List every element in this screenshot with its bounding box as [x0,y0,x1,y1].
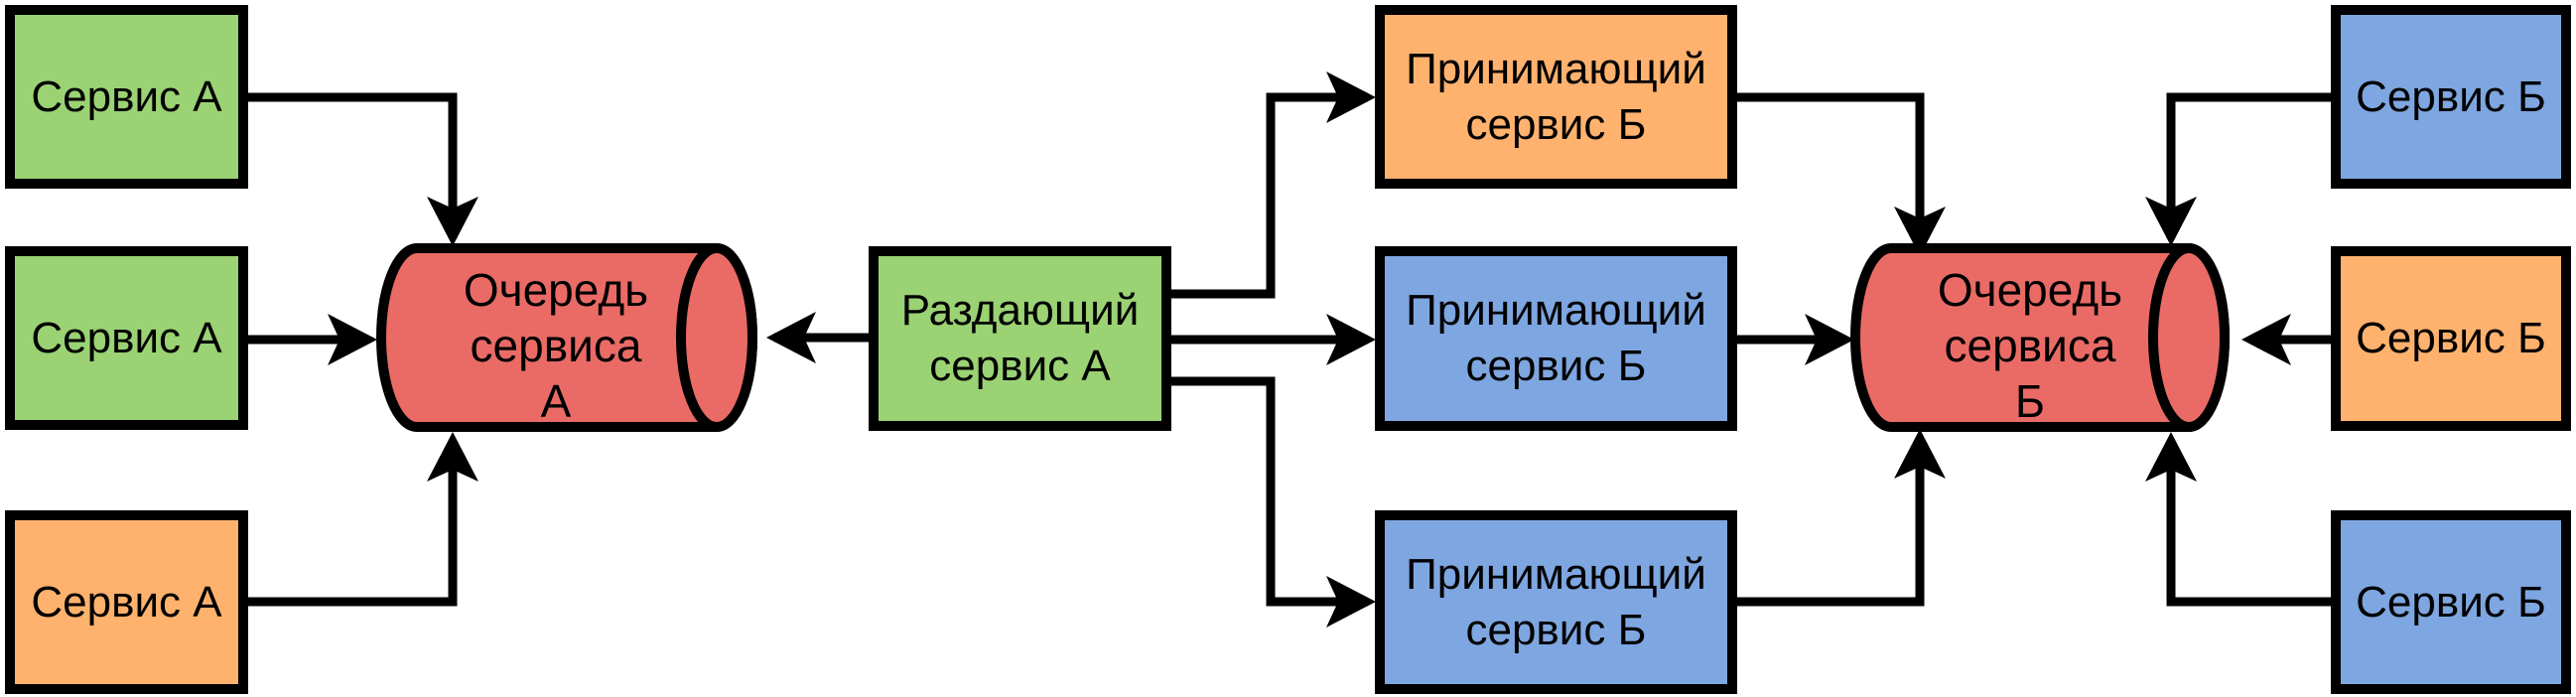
service-b-label: Сервис Б [2356,71,2546,121]
service-b-box-1: Сервис Б [2331,5,2571,189]
arrowhead [2241,314,2291,365]
arrow-service-b3-to-queue-b [2166,442,2331,607]
recv-service-b-box-2: Принимающий сервис Б [1375,246,1737,431]
arrowhead [1894,207,1946,256]
queue-b-label: Очередь сервиса Б [1937,264,2123,427]
arrowhead [1805,314,1854,365]
arrow-service-a3-to-queue-a [248,442,458,607]
recv-service-b-label: Принимающий сервис Б [1406,549,1706,654]
recv-service-b-label: Принимающий сервис Б [1406,44,1706,149]
arrowhead [427,197,478,246]
service-a-box-3: Сервис А [5,510,248,694]
arrowhead [2145,197,2197,246]
arrow-recv-b1-to-queue-b [1737,92,1925,238]
service-b-label: Сервис Б [2356,314,2546,362]
service-a-label: Сервис А [31,577,222,627]
recv-service-b-label: Принимающий сервис Б [1406,286,1706,390]
arrowhead [328,314,377,365]
recv-service-b-box-3: Принимающий сервис Б [1375,510,1737,694]
service-b-box-3: Сервис Б [2331,510,2571,694]
arrowhead [427,432,478,482]
arrow-dispatch-to-recv-b3 [1171,376,1368,607]
arrow-service-a1-to-queue-a [248,92,458,238]
arrowhead [2145,432,2197,482]
arrowhead [766,312,816,363]
arrow-recv-b3-to-queue-b [1737,442,1925,607]
queue-a-cylinder [376,243,757,432]
service-a-box-2: Сервис А [5,246,248,430]
arrowhead [1894,429,1946,479]
service-b-box-2: Сервис Б [2331,246,2571,431]
arrowhead [1326,71,1376,123]
service-b-label: Сервис Б [2356,577,2546,627]
arrowhead [1326,576,1376,627]
service-a-box-1: Сервис А [5,5,248,189]
arrow-dispatch-to-recv-b1 [1171,92,1368,299]
dispatch-service-a-label: Раздающий сервис А [900,286,1140,390]
service-a-label: Сервис А [31,313,222,362]
recv-service-b-box-1: Принимающий сервис Б [1375,5,1737,189]
dispatch-service-a-box: Раздающий сервис А [869,246,1171,431]
service-a-label: Сервис А [31,71,222,121]
queue-a-label: Очередь сервиса А [463,264,649,427]
queue-b-cylinder [1850,243,2230,432]
arrowhead [1326,314,1376,365]
arrow-service-b1-to-queue-b [2166,92,2331,238]
